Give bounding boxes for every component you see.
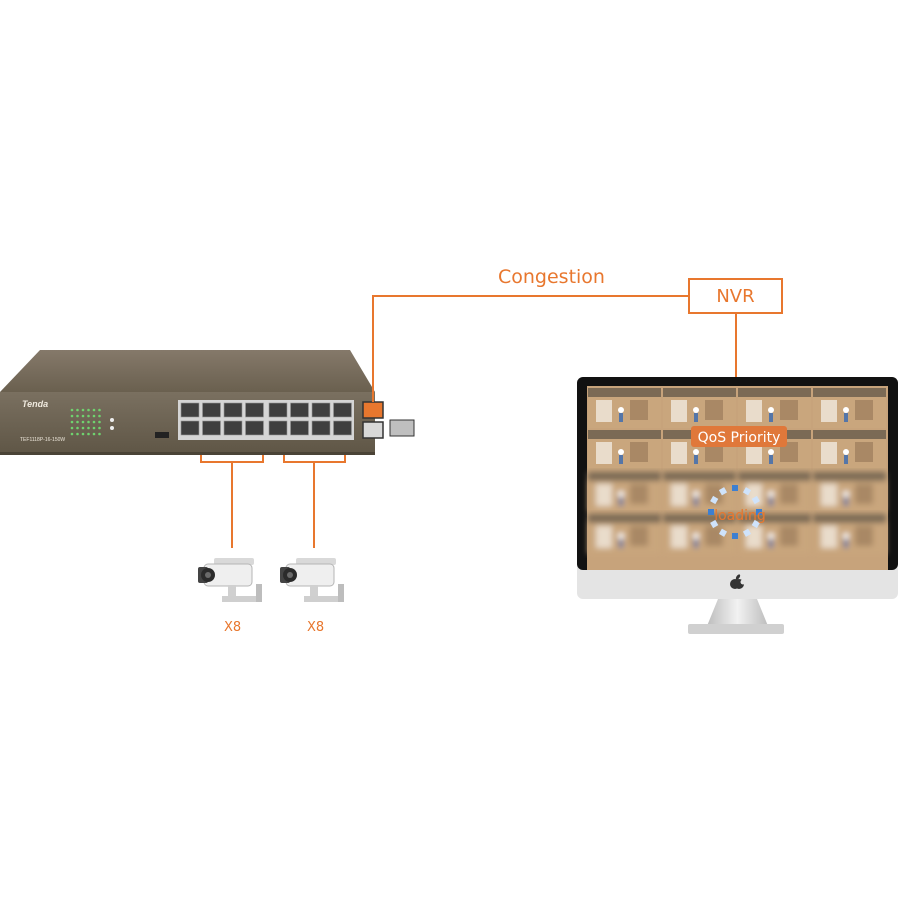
ethernet-port [202, 402, 221, 418]
ethernet-port [290, 402, 309, 418]
camera-feed-tile [813, 472, 886, 512]
cctv-camera-icon [280, 558, 344, 602]
loading-label: loading [714, 508, 766, 524]
camera-feed-tile [663, 472, 736, 512]
ethernet-port [333, 420, 352, 436]
congestion-label: Congestion [498, 266, 605, 288]
camera-count-left: X8 [224, 620, 242, 635]
ethernet-port [245, 420, 264, 436]
camera-feed-tile [588, 388, 661, 428]
loading-spinner-icon [708, 485, 762, 539]
connection-lines [200, 295, 737, 548]
camera-feed-tile [738, 472, 811, 512]
ethernet-port [223, 402, 243, 418]
nvr-label: NVR [716, 285, 755, 307]
camera-count-right: X8 [307, 620, 325, 635]
apple-logo-icon [730, 574, 746, 589]
switch-status-leds [70, 408, 114, 436]
poe-switch [0, 350, 415, 455]
ethernet-port [290, 420, 309, 436]
camera-feed-tile [588, 430, 661, 470]
qos-priority-badge: QoS Priority [691, 426, 787, 447]
nvr-monitor [577, 377, 898, 634]
uplink-port [362, 421, 384, 439]
uplink-port-highlight [362, 401, 384, 419]
monitor-stand [707, 599, 768, 626]
camera-feed-tile [738, 514, 811, 554]
camera-feed-tile [663, 388, 736, 428]
ethernet-port [245, 402, 264, 418]
cctv-camera-icon [198, 558, 262, 602]
qos-priority-label: QoS Priority [698, 430, 781, 446]
ethernet-port [311, 420, 331, 436]
camera-feed-tile [738, 388, 811, 428]
ethernet-port [268, 402, 288, 418]
ethernet-port [202, 420, 221, 436]
ethernet-port [223, 420, 243, 436]
ethernet-port [180, 420, 200, 436]
switch-brand-label: Tenda [22, 399, 48, 409]
ethernet-port [311, 402, 331, 418]
switch-ports [178, 400, 354, 440]
ethernet-port [180, 402, 200, 418]
camera-feed-tile [588, 514, 661, 554]
nvr-box: NVR [688, 278, 783, 314]
sfp-port [389, 419, 415, 437]
camera-feed-tile [588, 472, 661, 512]
camera-feed-tile [813, 388, 886, 428]
ethernet-port [333, 402, 352, 418]
switch-model-label: TEF1118P-16-150W [20, 437, 65, 443]
ethernet-port [268, 420, 288, 436]
camera-feed-grid [588, 388, 886, 554]
camera-feed-tile [813, 430, 886, 470]
camera-feed-tile [813, 514, 886, 554]
